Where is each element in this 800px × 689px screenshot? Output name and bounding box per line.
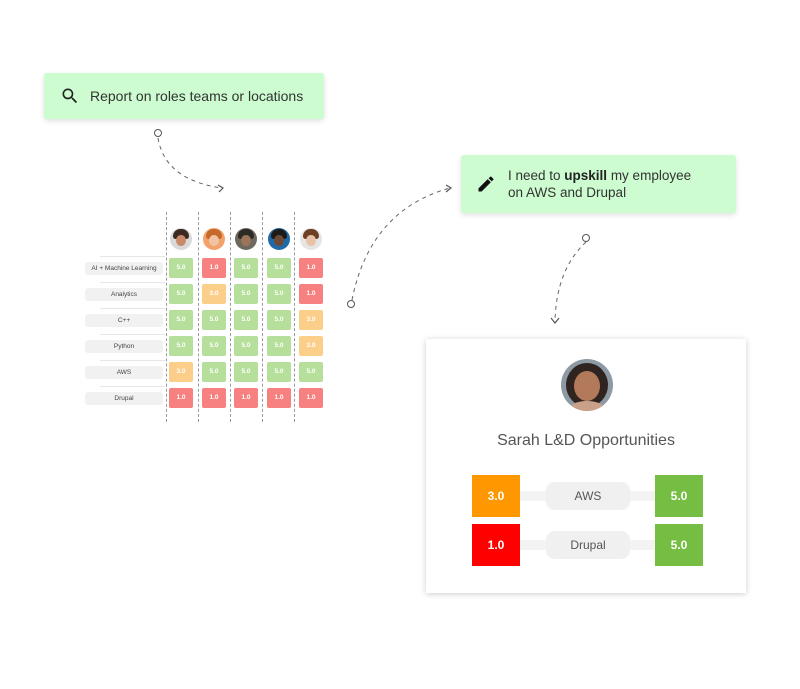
matrix-cell: 5.0 [234, 258, 258, 278]
upskill-callout: I need to upskill my employee on AWS and… [461, 155, 736, 213]
matrix-skill-label: Analytics [85, 288, 163, 301]
matrix-cell: 5.0 [267, 336, 291, 356]
matrix-skill-label: AWS [85, 366, 163, 379]
matrix-row-divider [100, 386, 165, 387]
matrix-cell: 5.0 [169, 336, 193, 356]
matrix-row-divider [100, 308, 165, 309]
connector-upskill-to-card [554, 241, 587, 323]
matrix-row-divider [100, 282, 165, 283]
matrix-cell: 1.0 [202, 258, 226, 278]
matrix-cell: 5.0 [234, 284, 258, 304]
matrix-cell: 5.0 [234, 362, 258, 382]
upskill-emphasis: upskill [564, 168, 608, 183]
matrix-cell: 5.0 [169, 284, 193, 304]
matrix-cell: 5.0 [299, 362, 323, 382]
matrix-cell: 1.0 [267, 388, 291, 408]
profile-current-level: 1.0 [472, 524, 520, 566]
avatar-4 [268, 228, 290, 250]
profile-name: Sarah L&D Opportunities [497, 432, 675, 449]
profile-skill-label: Drupal [546, 531, 630, 559]
matrix-cell: 3.0 [299, 310, 323, 330]
matrix-cell: 5.0 [267, 258, 291, 278]
matrix-skill-label: Python [85, 340, 163, 353]
matrix-cell: 5.0 [234, 310, 258, 330]
matrix-column-divider [230, 212, 231, 422]
matrix-row-divider [100, 256, 165, 257]
matrix-row-divider [100, 360, 165, 361]
matrix-cell: 1.0 [299, 388, 323, 408]
profile-target-level: 5.0 [655, 475, 703, 517]
search-callout: Report on roles teams or locations [44, 73, 324, 119]
matrix-cell: 5.0 [202, 336, 226, 356]
avatar-2 [203, 228, 225, 250]
matrix-cell: 3.0 [202, 284, 226, 304]
matrix-cell: 1.0 [234, 388, 258, 408]
avatar-3 [235, 228, 257, 250]
connector-matrix-to-upskill [351, 187, 451, 301]
profile-target-level: 5.0 [655, 524, 703, 566]
matrix-row-divider [100, 334, 165, 335]
matrix-skill-label: Drupal [85, 392, 163, 405]
matrix-cell: 5.0 [202, 310, 226, 330]
matrix-cell: 1.0 [299, 258, 323, 278]
matrix-cell: 3.0 [169, 362, 193, 382]
matrix-cell: 5.0 [202, 362, 226, 382]
search-icon [60, 86, 80, 106]
profile-avatar [561, 359, 613, 411]
matrix-skill-label: AI + Machine Learning [85, 262, 163, 275]
matrix-skill-label: C++ [85, 314, 163, 327]
search-callout-text: Report on roles teams or locations [90, 88, 304, 104]
upskill-callout-text: I need to upskill my employee on AWS and… [508, 168, 692, 200]
matrix-column-divider [294, 212, 295, 422]
matrix-cell: 1.0 [169, 388, 193, 408]
matrix-cell: 1.0 [299, 284, 323, 304]
matrix-cell: 3.0 [299, 336, 323, 356]
profile-skill-label: AWS [546, 482, 630, 510]
connector-search-to-matrix [157, 137, 223, 189]
matrix-cell: 5.0 [169, 258, 193, 278]
profile-card: Sarah L&D Opportunities 3.0 AWS 5.0 1.0 Drup… [426, 339, 746, 593]
avatar-5 [300, 228, 322, 250]
matrix-column-divider [262, 212, 263, 422]
matrix-cell: 5.0 [234, 336, 258, 356]
matrix-cell: 5.0 [169, 310, 193, 330]
matrix-cell: 5.0 [267, 310, 291, 330]
matrix-cell: 1.0 [202, 388, 226, 408]
profile-current-level: 3.0 [472, 475, 520, 517]
avatar-1 [170, 228, 192, 250]
matrix-cell: 5.0 [267, 362, 291, 382]
matrix-column-divider [166, 212, 167, 422]
matrix-column-divider [198, 212, 199, 422]
pencil-icon [476, 174, 496, 194]
matrix-cell: 5.0 [267, 284, 291, 304]
